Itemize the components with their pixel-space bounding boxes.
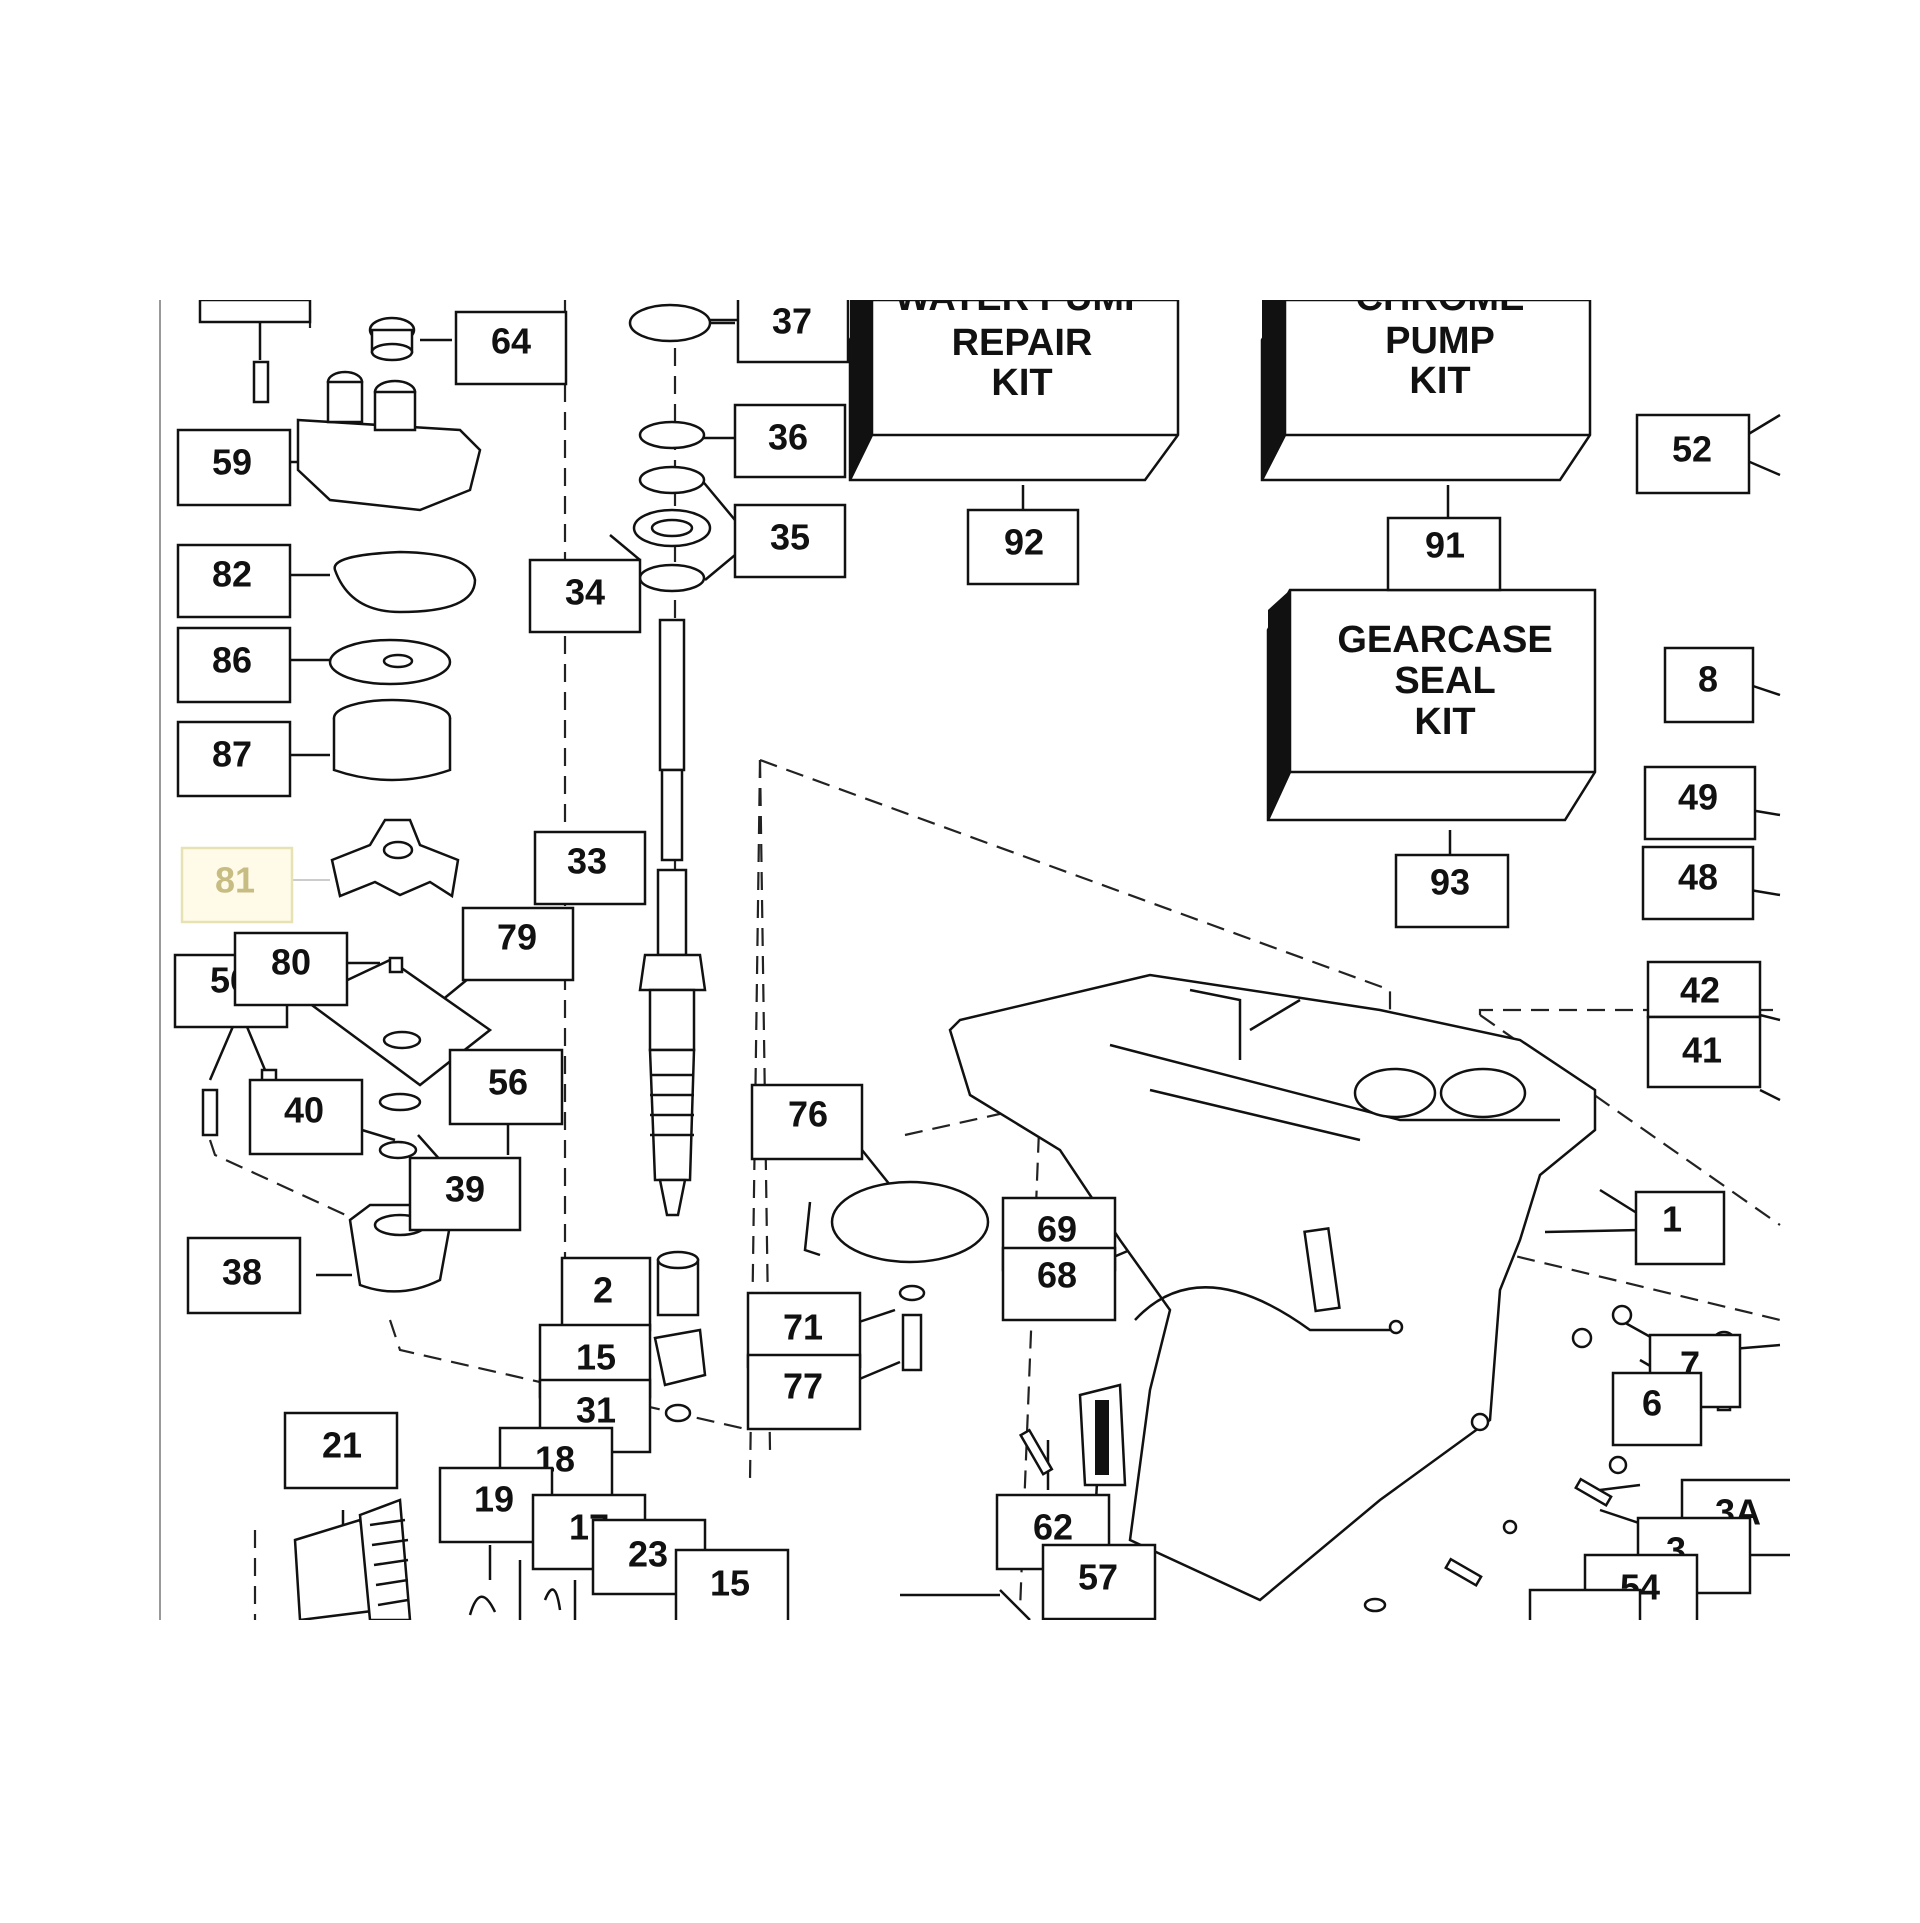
callout-48: 48: [1641, 845, 1755, 921]
callout-68: 68: [1001, 1246, 1117, 1322]
callout-52: 52: [1635, 413, 1751, 495]
svg-text:76: 76: [788, 1094, 828, 1135]
callout-57: 57: [1041, 1543, 1157, 1620]
callout-8: 8: [1663, 646, 1755, 724]
svg-text:69: 69: [1037, 1209, 1077, 1250]
callout-81: 81: [180, 846, 294, 924]
gearcase-seal-kit-line2: SEAL: [1394, 660, 1495, 702]
svg-text:6: 6: [1642, 1383, 1662, 1424]
callout-59: 59: [176, 428, 292, 507]
callout-76: 76: [750, 1083, 864, 1161]
svg-text:38: 38: [222, 1252, 262, 1293]
callout-bottom-partial: [1528, 1588, 1642, 1620]
svg-text:92: 92: [1004, 522, 1044, 563]
chrome-pump-kit-line3: KIT: [1409, 360, 1470, 402]
callout-91: 91: [1386, 516, 1502, 592]
svg-text:79: 79: [497, 917, 537, 958]
svg-text:86: 86: [212, 640, 252, 681]
svg-text:39: 39: [445, 1169, 485, 1210]
chrome-pump-kit-box: CHROME PUMP KIT: [1260, 277, 1592, 482]
svg-text:15: 15: [576, 1337, 616, 1378]
callout-38: 38: [186, 1236, 302, 1315]
svg-text:77: 77: [783, 1366, 823, 1407]
water-pump-kit-line3: KIT: [991, 362, 1052, 404]
callout-40: 40: [248, 1078, 364, 1156]
svg-text:33: 33: [567, 841, 607, 882]
callout-35: 35: [733, 503, 847, 579]
svg-text:42: 42: [1680, 970, 1720, 1011]
chrome-pump-kit-line2: PUMP: [1385, 320, 1495, 362]
callout-41: 41: [1646, 1015, 1762, 1089]
svg-text:1: 1: [1662, 1199, 1682, 1240]
parts: [201, 303, 1736, 1620]
svg-text:62: 62: [1033, 1507, 1073, 1548]
svg-text:41: 41: [1682, 1030, 1722, 1071]
svg-text:49: 49: [1678, 777, 1718, 818]
callout-21: 21: [283, 1411, 399, 1490]
svg-text:2: 2: [593, 1270, 613, 1311]
chrome-pump-kit-line1: CHROME: [1356, 277, 1525, 319]
callout-42: 42: [1646, 960, 1762, 1019]
callout-93: 93: [1394, 853, 1510, 929]
gearcase-seal-kit-line1: GEARCASE: [1337, 619, 1552, 661]
callout-77: 77: [746, 1353, 862, 1431]
svg-text:64: 64: [491, 321, 531, 362]
svg-text:59: 59: [212, 442, 252, 483]
water-pump-kit-box: WATER PUMP REPAIR KIT: [848, 277, 1180, 482]
svg-text:8: 8: [1698, 659, 1718, 700]
svg-text:35: 35: [770, 517, 810, 558]
svg-text:93: 93: [1430, 862, 1470, 903]
svg-text:48: 48: [1678, 857, 1718, 898]
water-pump-kit-line2: REPAIR: [952, 322, 1093, 364]
callout-2: 2: [560, 1256, 652, 1332]
callout-82: 82: [176, 543, 292, 619]
callout-56b: 56: [448, 1048, 564, 1126]
callout-15b: 15: [674, 1548, 790, 1620]
callout-37: 37: [736, 300, 850, 364]
callout-tl-partial: [198, 300, 312, 324]
callout-39: 39: [408, 1156, 522, 1232]
water-pump-kit-line1: WATER PUMP: [895, 277, 1150, 319]
callout-1: 1: [1634, 1190, 1726, 1266]
callout-34: 34: [528, 558, 642, 634]
svg-text:31: 31: [576, 1390, 616, 1431]
svg-text:87: 87: [212, 734, 252, 775]
svg-text:15: 15: [710, 1563, 750, 1604]
callout-49: 49: [1643, 765, 1757, 841]
callout-92: 92: [966, 508, 1080, 586]
callout-80: 80: [233, 931, 349, 1007]
svg-text:71: 71: [783, 1307, 823, 1348]
callout-6: 6: [1611, 1371, 1703, 1447]
svg-text:56: 56: [488, 1062, 528, 1103]
callout-36: 36: [733, 403, 847, 479]
svg-text:80: 80: [271, 942, 311, 983]
gearcase-seal-kit-line3: KIT: [1414, 701, 1475, 743]
callout-87: 87: [176, 720, 292, 798]
svg-text:81: 81: [215, 860, 255, 901]
svg-text:21: 21: [322, 1425, 362, 1466]
svg-text:34: 34: [565, 572, 605, 613]
svg-text:68: 68: [1037, 1255, 1077, 1296]
callout-33: 33: [533, 830, 647, 906]
svg-text:23: 23: [628, 1534, 668, 1575]
callout-64: 64: [454, 310, 568, 386]
svg-text:36: 36: [768, 417, 808, 458]
gearcase-seal-kit-box: GEARCASE SEAL KIT: [1266, 588, 1597, 822]
svg-text:40: 40: [284, 1090, 324, 1131]
svg-text:91: 91: [1425, 525, 1465, 566]
svg-text:57: 57: [1078, 1557, 1118, 1598]
svg-text:52: 52: [1672, 429, 1712, 470]
callout-79: 79: [461, 906, 575, 982]
callouts: 64 37 36 35 34 59 82 86 87 81 33 79 56 8…: [173, 300, 1790, 1620]
svg-text:82: 82: [212, 554, 252, 595]
svg-text:37: 37: [772, 301, 812, 342]
callout-86: 86: [176, 626, 292, 704]
svg-text:19: 19: [474, 1479, 514, 1520]
